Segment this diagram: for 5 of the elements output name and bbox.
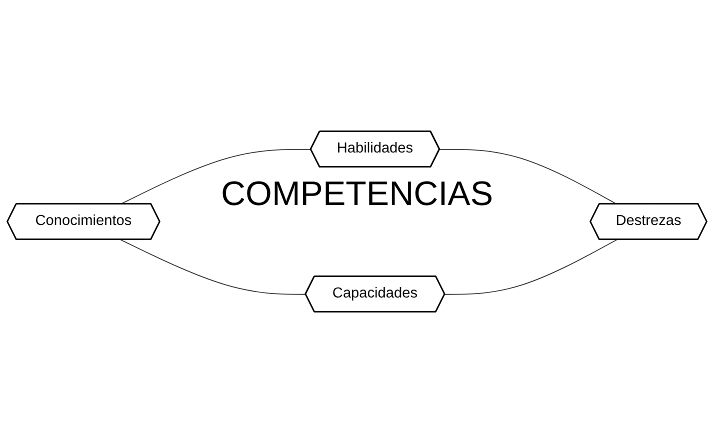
connector	[120, 148, 312, 205]
connector	[444, 239, 618, 295]
connector	[439, 148, 618, 205]
connector	[120, 239, 306, 295]
center-label: COMPETENCIAS	[220, 175, 494, 213]
